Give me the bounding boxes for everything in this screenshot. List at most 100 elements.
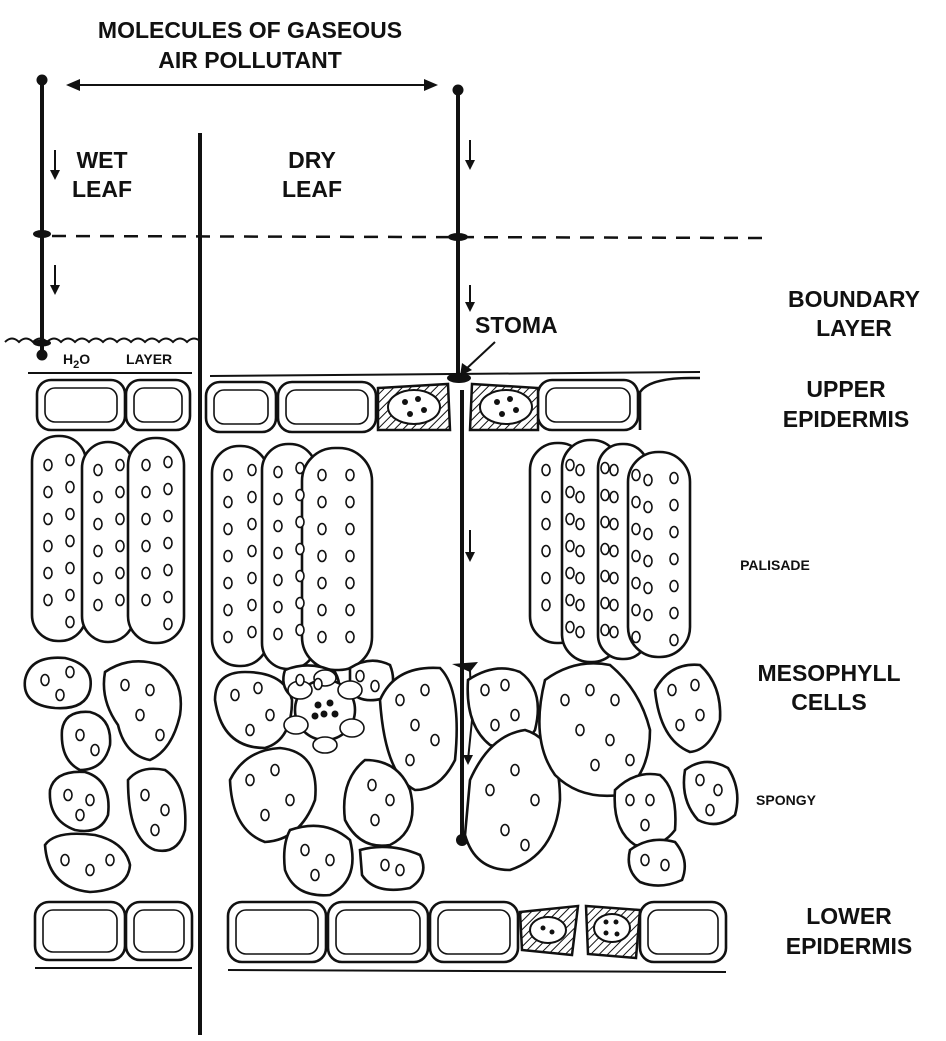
chloroplast [224, 632, 232, 643]
chloroplast [431, 735, 439, 746]
chloroplast [116, 541, 124, 552]
chloroplast [566, 595, 574, 606]
chloroplast [566, 541, 574, 552]
chloroplast [286, 795, 294, 806]
chloroplast [274, 575, 282, 586]
chloroplast [531, 795, 539, 806]
chloroplast [610, 546, 618, 557]
chloroplast [266, 710, 274, 721]
dry-label-line-2: LEAF [282, 176, 342, 202]
chloroplast [566, 568, 574, 579]
chloroplast [670, 500, 678, 511]
chloroplast [670, 473, 678, 484]
chloroplast [164, 592, 172, 603]
chloroplast [44, 541, 52, 552]
chloroplast [576, 600, 584, 611]
chloroplast [248, 465, 256, 476]
chloroplast [164, 538, 172, 549]
chloroplast [274, 521, 282, 532]
chloroplast [346, 632, 354, 643]
chloroplast [610, 600, 618, 611]
chloroplast [274, 494, 282, 505]
chloroplast [318, 578, 326, 589]
dry-label-line-1: DRY [288, 147, 336, 173]
chloroplast [296, 490, 304, 501]
chloroplast [644, 556, 652, 567]
chloroplast [224, 524, 232, 535]
chloroplast [501, 680, 509, 691]
chloroplast [318, 632, 326, 643]
chloroplast [486, 785, 494, 796]
chloroplast [296, 625, 304, 636]
chloroplast [94, 546, 102, 557]
chloroplast [601, 544, 609, 555]
chloroplast [601, 463, 609, 474]
chloroplast [396, 865, 404, 876]
chloroplast [346, 524, 354, 535]
chloroplast [481, 685, 489, 696]
chloroplast [164, 484, 172, 495]
chloroplast [626, 755, 634, 766]
chloroplast [314, 679, 322, 690]
chloroplast [44, 514, 52, 525]
chloroplast [561, 695, 569, 706]
chloroplast [411, 720, 419, 731]
chloroplast [41, 675, 49, 686]
chloroplast [141, 790, 149, 801]
upper-epidermis-wet [28, 373, 192, 430]
chloroplast [576, 465, 584, 476]
chloroplast [668, 685, 676, 696]
chloroplast [311, 870, 319, 881]
chloroplast [346, 497, 354, 508]
chloroplast [591, 760, 599, 771]
chloroplast [641, 855, 649, 866]
chloroplast [224, 470, 232, 481]
chloroplast [224, 605, 232, 616]
chloroplast [346, 470, 354, 481]
chloroplast [714, 785, 722, 796]
chloroplast [106, 855, 114, 866]
chloroplast [586, 685, 594, 696]
chloroplast [296, 598, 304, 609]
chloroplast [601, 571, 609, 582]
chloroplast [610, 519, 618, 530]
chloroplast [644, 610, 652, 621]
chloroplast [271, 765, 279, 776]
chloroplast [542, 492, 550, 503]
chloroplast [542, 546, 550, 557]
chloroplast [632, 578, 640, 589]
chloroplast [66, 482, 74, 493]
chloroplast [274, 548, 282, 559]
title-line-2: AIR POLLUTANT [158, 47, 342, 73]
chloroplast [632, 551, 640, 562]
chloroplast [670, 635, 678, 646]
mesophyll-label-line-2: CELLS [791, 689, 866, 715]
chloroplast [511, 765, 519, 776]
upper-epidermis-label-line-1: UPPER [806, 376, 886, 402]
chloroplast [44, 487, 52, 498]
palisade-label: PALISADE [740, 557, 810, 573]
chloroplast [231, 690, 239, 701]
chloroplast [610, 627, 618, 638]
chloroplast [632, 524, 640, 535]
chloroplast [542, 465, 550, 476]
spongy-cells-wet [25, 658, 186, 892]
chloroplast [676, 720, 684, 731]
chloroplast [511, 710, 519, 721]
chloroplast [601, 517, 609, 528]
chloroplast [121, 680, 129, 691]
chloroplast [542, 519, 550, 530]
chloroplast [254, 683, 262, 694]
wet-label-line-2: LEAF [72, 176, 132, 202]
chloroplast [224, 578, 232, 589]
chloroplast [66, 509, 74, 520]
chloroplast [644, 502, 652, 513]
chloroplast [146, 685, 154, 696]
chloroplast [301, 845, 309, 856]
chloroplast [248, 600, 256, 611]
title-line-1: MOLECULES OF GASEOUS [98, 17, 402, 43]
lower-epidermis-label-line-1: LOWER [806, 903, 892, 929]
chloroplast [296, 544, 304, 555]
chloroplast [56, 690, 64, 701]
chloroplast [576, 573, 584, 584]
